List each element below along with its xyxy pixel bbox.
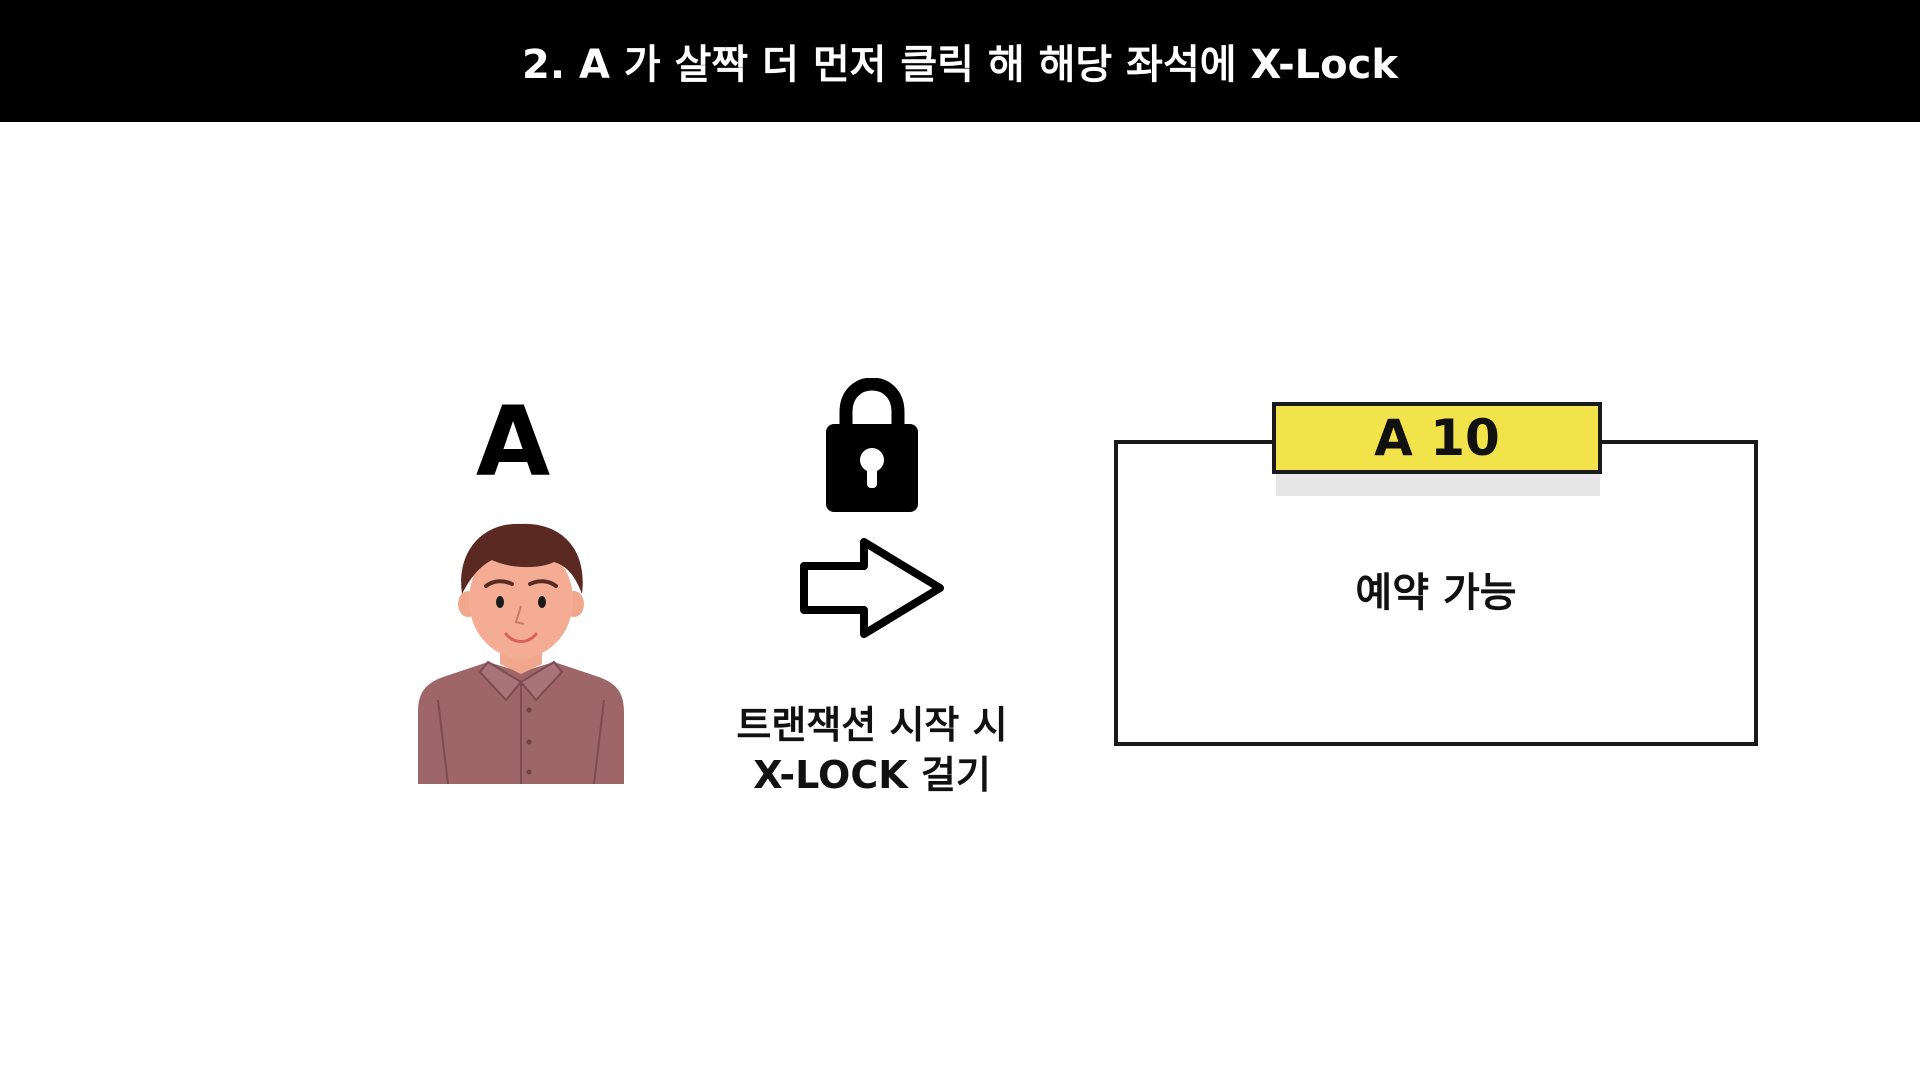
- caption-line-2: X-LOCK 걸기: [670, 750, 1074, 800]
- padlock-icon: [824, 378, 920, 514]
- slide-title: 2. A 가 살짝 더 먼저 클릭 해 해당 좌석에 X-Lock: [522, 32, 1398, 90]
- action-caption: 트랜잭션 시작 시 X-LOCK 걸기: [670, 700, 1074, 800]
- title-bar: 2. A 가 살짝 더 먼저 클릭 해 해당 좌석에 X-Lock: [0, 0, 1920, 122]
- right-arrow-icon: [800, 536, 946, 640]
- seat-tag-shadow: [1276, 472, 1600, 496]
- caption-line-1: 트랜잭션 시작 시: [670, 700, 1074, 750]
- user-label: A: [463, 392, 563, 492]
- person-avatar-icon: [418, 522, 624, 784]
- seat-tag: A 10: [1272, 402, 1602, 474]
- seat-tag-label: A 10: [1374, 409, 1500, 467]
- seat-status: 예약 가능: [1114, 560, 1758, 618]
